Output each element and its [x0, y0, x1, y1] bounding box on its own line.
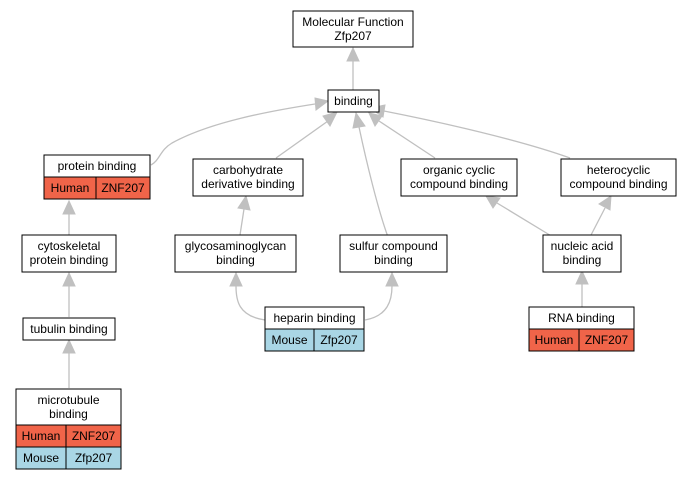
node-microtubule-line2: binding [49, 407, 88, 421]
gene-mouse-cell [65, 446, 122, 470]
node-protein-binding[interactable]: protein binding Human ZNF207 [43, 154, 151, 200]
node-tubulin-label: tubulin binding [30, 322, 107, 336]
arrowhead-tubulin-to-cytoskeletal [62, 271, 76, 287]
node-glycosaminoglycan-line1: glycosaminoglycan [185, 239, 286, 253]
arrowhead-organic-to-binding [368, 112, 383, 127]
edge-glycosaminoglycan-to-carbohydrate [239, 208, 245, 236]
gene-human-cell [95, 176, 151, 200]
node-binding-label: binding [334, 94, 373, 108]
node-rna-label: RNA binding [548, 311, 615, 325]
edge-heparin-to-sulfur [364, 285, 393, 321]
gene-human-label: ZNF207 [585, 333, 629, 347]
edge-organic-to-binding [378, 120, 436, 159]
node-organic-cyclic-compound-binding[interactable]: organic cyclic compound binding [400, 158, 518, 197]
arrowhead-microtubule-to-tubulin [62, 338, 76, 354]
arrowhead-glycosaminoglycan-to-carbohydrate [237, 194, 251, 211]
arrowhead-nucleic-to-heterocyclic [598, 195, 612, 211]
edge-heparin-to-glycosaminoglycan [235, 285, 266, 321]
node-rna-binding[interactable]: RNA binding Human ZNF207 [528, 306, 635, 352]
node-microtubule-binding[interactable]: microtubule binding Human ZNF207 Mouse Z… [15, 388, 122, 470]
node-organic-line1: organic cyclic [423, 163, 495, 177]
edge-heterocyclic-to-binding [383, 110, 571, 159]
node-sulfur-line2: binding [374, 253, 413, 267]
root-gene: Zfp207 [334, 29, 372, 43]
arrowhead-rna-to-nucleic [575, 269, 589, 285]
node-glycosaminoglycan-line2: binding [216, 253, 255, 267]
node-nucleic-line2: binding [563, 253, 602, 267]
arrowhead-heparin-to-glycosaminoglycan [229, 271, 243, 287]
gene-mouse-label: Zfp207 [75, 451, 113, 465]
node-tubulin-binding[interactable]: tubulin binding [22, 317, 116, 341]
gene-mouse-cell [313, 328, 365, 352]
node-molecular-function[interactable]: Molecular Function Zfp207 [292, 10, 414, 48]
arrowhead-cytoskeletal-to-protein [62, 199, 76, 215]
species-human-label: Human [22, 429, 61, 443]
species-human-label: Human [535, 333, 574, 347]
node-binding[interactable]: binding [327, 89, 380, 113]
gene-human-label: ZNF207 [101, 181, 145, 195]
node-heterocyclic-compound-binding[interactable]: heterocyclic compound binding [560, 158, 677, 197]
node-sulfur-line1: sulfur compound [349, 239, 438, 253]
gene-human-cell [578, 328, 635, 352]
node-carbohydrate-derivative-binding[interactable]: carbohydrate derivative binding [192, 158, 304, 197]
node-glycosaminoglycan-binding[interactable]: glycosaminoglycan binding [174, 234, 297, 273]
arrowhead-carbohydrate-to-binding [322, 111, 338, 127]
node-carbohydrate-line1: carbohydrate [213, 163, 283, 177]
arrowhead-binding-to-root [346, 46, 360, 62]
edge-nucleic-to-heterocyclic [589, 207, 606, 238]
arrowhead-nucleic-to-organic [485, 195, 501, 209]
species-human-label: Human [51, 181, 90, 195]
edge-carbohydrate-to-binding [275, 120, 329, 159]
arrowhead-protein-to-binding [314, 97, 330, 111]
species-mouse-label: Mouse [23, 451, 59, 465]
gene-human-label: ZNF207 [72, 429, 116, 443]
node-heparin-label: heparin binding [273, 311, 355, 325]
node-nucleic-line1: nucleic acid [551, 239, 614, 253]
node-heparin-binding[interactable]: heparin binding Mouse Zfp207 [264, 306, 365, 352]
node-microtubule-line1: microtubule [37, 393, 99, 407]
node-carbohydrate-line2: derivative binding [201, 177, 294, 191]
node-cytoskeletal-line2: protein binding [30, 253, 109, 267]
node-cytoskeletal-line1: cytoskeletal [38, 239, 101, 253]
node-sulfur-compound-binding[interactable]: sulfur compound binding [339, 234, 448, 273]
node-protein-binding-label: protein binding [58, 159, 137, 173]
node-cytoskeletal-protein-binding[interactable]: cytoskeletal protein binding [21, 234, 117, 273]
gene-mouse-label: Zfp207 [320, 333, 358, 347]
edges [62, 46, 612, 388]
edge-nucleic-to-organic [496, 202, 554, 238]
node-organic-line2: compound binding [410, 177, 508, 191]
node-heterocyclic-line1: heterocyclic [587, 163, 650, 177]
node-nucleic-acid-binding[interactable]: nucleic acid binding [542, 234, 622, 273]
edge-protein-to-binding [150, 103, 316, 166]
root-title: Molecular Function [302, 15, 403, 29]
arrowhead-sulfur-to-binding [352, 111, 366, 129]
species-mouse-label: Mouse [271, 333, 307, 347]
node-heterocyclic-line2: compound binding [569, 177, 667, 191]
edge-sulfur-to-binding [358, 126, 389, 238]
arrowhead-heparin-to-sulfur [385, 271, 399, 287]
